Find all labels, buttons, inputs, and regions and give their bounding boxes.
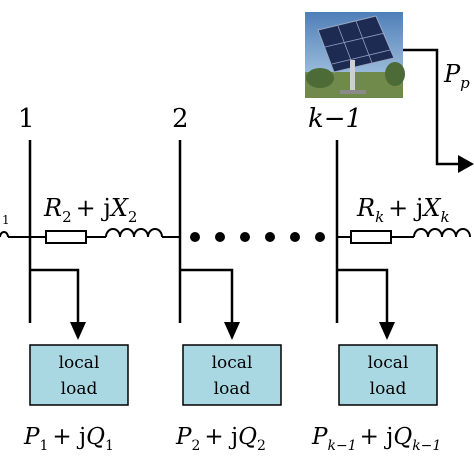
branch-line-k	[337, 228, 471, 244]
load-box-1: local load	[29, 344, 129, 406]
branch-line-1	[0, 231, 30, 238]
svg-text:load: load	[61, 379, 98, 399]
bus-label-2: 2	[172, 104, 189, 134]
load-power-label-1: P1+ jQ1	[23, 424, 114, 454]
load-box-2: local load	[182, 344, 282, 406]
svg-text:local: local	[59, 353, 100, 373]
svg-text:load: load	[214, 379, 251, 399]
branch-k-impedance: Rk+ jXk	[356, 194, 450, 226]
ellipsis-dots	[190, 232, 325, 242]
load-tap-k-1	[337, 268, 395, 340]
load-tap-2	[180, 268, 240, 340]
load-power-label-2: P2+ jQ2	[175, 424, 266, 454]
pv-power-label: Pp	[443, 60, 470, 92]
bus-label-k-1: k−1	[308, 104, 362, 134]
load-power-label-k-1: Pk−1+ jQk−1	[311, 424, 441, 454]
solar-panel-image	[305, 12, 405, 98]
branch-line-2	[30, 228, 180, 244]
branch-1-label: 1	[2, 213, 10, 227]
svg-text:local: local	[212, 353, 253, 373]
load-box-k-1: local load	[338, 344, 438, 406]
load-tap-1	[30, 268, 86, 340]
svg-text:load: load	[370, 379, 407, 399]
pv-power-arrow	[403, 48, 474, 173]
svg-text:local: local	[368, 353, 409, 373]
branch-2-impedance: R2+ jX2	[43, 194, 137, 226]
bus-label-1: 1	[18, 104, 35, 134]
